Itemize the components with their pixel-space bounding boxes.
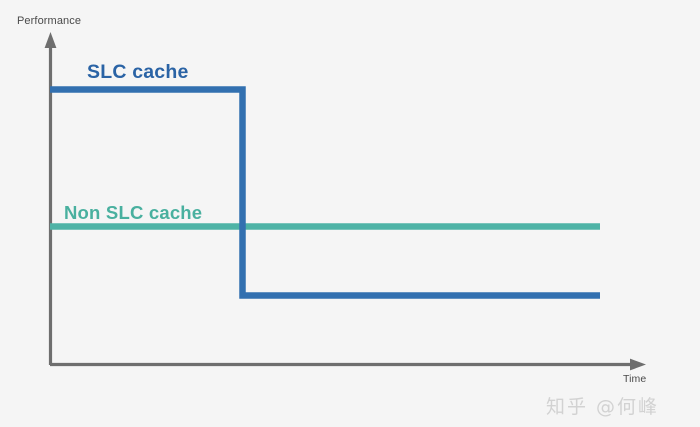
slc-cache-line — [50, 86, 600, 299]
y-axis — [44, 32, 57, 365]
slc-cache-series-label: SLC cache — [87, 61, 189, 83]
watermark: 知乎 @何峰 — [546, 396, 660, 418]
x-axis-arrow-icon — [630, 358, 646, 371]
x-axis — [50, 358, 646, 371]
non-slc-cache-series-label: Non SLC cache — [64, 202, 203, 223]
x-axis-title: Time — [623, 373, 647, 385]
series-slc-cache — [50, 86, 600, 299]
y-axis-arrow-icon — [44, 32, 57, 48]
y-axis-title: Performance — [17, 15, 82, 27]
